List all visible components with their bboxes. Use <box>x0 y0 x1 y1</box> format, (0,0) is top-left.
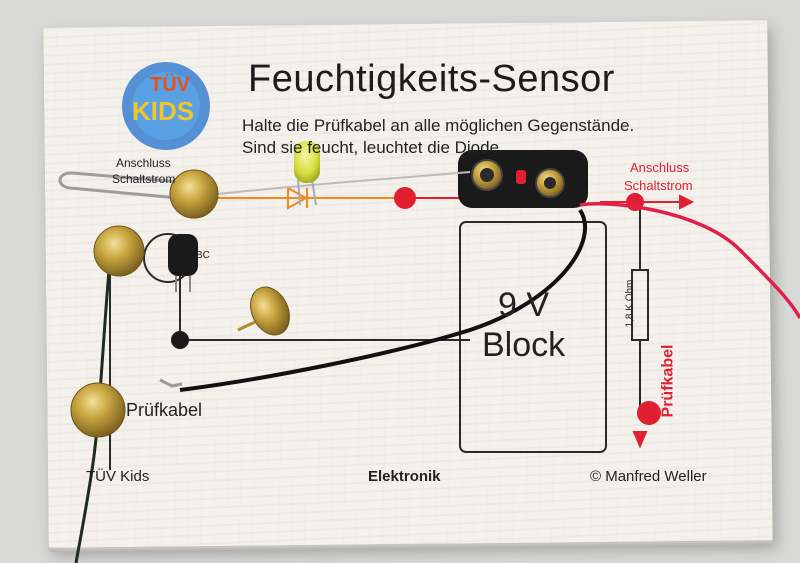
transistor <box>168 234 198 292</box>
diode-trace <box>212 186 405 210</box>
label-anschluss-left: Anschluss <box>116 156 171 170</box>
instruction-line-1: Halte die Prüfkabel an alle möglichen Ge… <box>242 116 635 135</box>
footer-left: TÜV Kids <box>86 468 150 485</box>
card-title: Feuchtigkeits-Sensor <box>248 58 615 100</box>
footer-center: Elektronik <box>368 468 441 485</box>
resistor-label: 1,8 K Ohm <box>624 279 636 328</box>
wires <box>74 171 800 563</box>
transistor-label: BC <box>196 250 210 261</box>
label-schaltstrom-right: Schaltstrom <box>624 178 693 193</box>
red-trace <box>394 187 695 449</box>
label-schaltstrom-left: Schaltstrom <box>112 172 176 186</box>
battery-label-block: Block <box>482 326 566 364</box>
instruction-line-2: Sind sie feucht, leuchtet die Diode. <box>242 138 504 157</box>
brass-tacks <box>70 169 290 438</box>
pruefkabel-label-left: Prüfkabel <box>126 400 203 420</box>
battery-label-voltage: 9 V <box>498 286 550 324</box>
logo-text-bottom: KIDS <box>132 96 195 126</box>
label-anschluss-right: Anschluss <box>630 160 690 175</box>
battery-clip <box>458 150 588 208</box>
footer-right: © Manfred Weller <box>590 468 707 485</box>
junction-dot <box>171 331 189 349</box>
logo-text-top: TÜV <box>150 74 190 96</box>
led-diode <box>294 141 320 206</box>
pruefkabel-label-right: Prüfkabel <box>659 344 677 418</box>
tuv-kids-logo <box>122 62 210 150</box>
